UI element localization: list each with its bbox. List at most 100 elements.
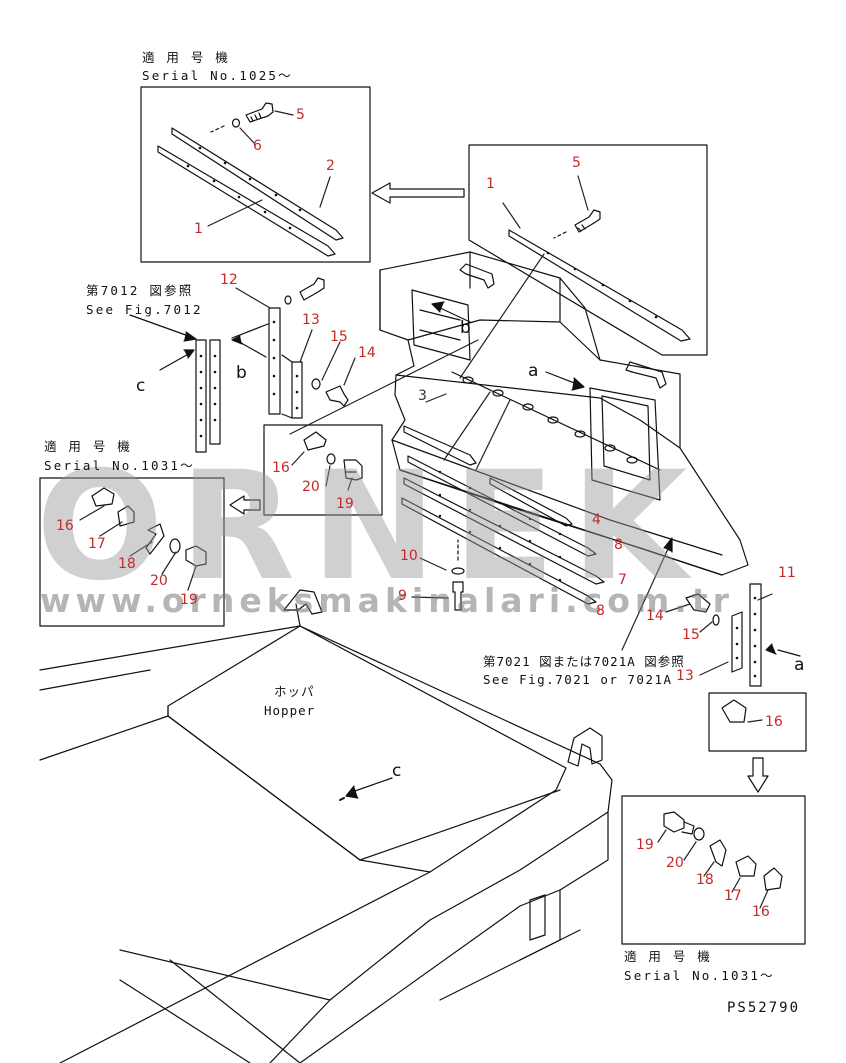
view-label-a-main: a [528,361,539,381]
part-number: 17 [88,536,106,552]
strip-part-7 [403,477,605,585]
note-hopper-en: Hopper [264,703,316,718]
strip-part-8a [407,455,597,557]
part-number: 2 [326,158,335,174]
part-number: 14 [646,608,664,624]
watermark-url: www.orneksmakinalari.com.tr [40,581,734,620]
view-label-b-main: b [460,318,471,338]
inset-box-right [468,144,708,356]
view-label-a-right: a [794,655,805,675]
note-fig7021-jp: 第7021 図または7021A 図参照 [483,654,685,669]
washer-part-10 [451,567,465,575]
washer-part-15 [311,378,321,390]
bolt-part-14 [325,385,349,407]
handle-right [625,361,667,389]
clip-part-16-mid [303,431,327,451]
strip-part-1 [157,145,336,257]
bracket-part-12 [268,307,281,415]
arrow-b-main [435,305,471,323]
part-number: 16 [752,904,770,920]
view-label-c-left: c [136,376,146,396]
part-number: 15 [330,329,348,345]
note-fig7012-jp: 第7012 図参照 [86,283,194,298]
part-number: 20 [666,855,684,871]
note-serial-1025: Serial No.1025～ [142,68,293,83]
note-fig7012-en: See Fig.7012 [86,302,203,317]
part-number: 19 [636,837,654,853]
clip-part-17-right [735,855,757,877]
part-number: 6 [253,138,262,154]
strip-part-3 [403,425,477,466]
view-label-b-left: b [236,363,247,383]
bracket-part-13-right [731,611,743,673]
inset-box-mid [263,424,383,516]
part-number: 1 [486,176,495,192]
clip-part-16 [91,487,115,507]
part-number: 14 [358,345,376,361]
part-number: 7 [618,572,627,588]
bolt-part-5 [245,102,274,123]
part-number: 4 [592,512,601,528]
view-label-c-hopper: c [392,761,402,781]
washer-part-15-right [712,614,720,626]
bolt-part-19-mid [343,459,363,481]
part-number: 18 [118,556,136,572]
washer-part-20-right [693,827,705,841]
part-number: 13 [676,668,694,684]
clip-part-18 [145,523,165,555]
part-number: 16 [56,518,74,534]
hopper-hook-right [567,727,603,767]
part-number: 16 [765,714,783,730]
strip-part-2 [171,127,344,241]
bolt-upper [299,277,325,301]
watermark-brand: ORNEK [36,440,704,614]
part-number: 9 [398,588,407,604]
note-applicable-3: 適 用 号 機 [624,949,712,964]
note-serial-1031-b: Serial No.1031～ [624,968,775,983]
hopper-hook-left [283,589,323,615]
part-number: 13 [302,312,320,328]
strip-part-4 [489,477,573,527]
bump-row [462,376,638,464]
bolt-part-19 [185,545,207,567]
arrow-down [747,757,769,793]
note-applicable-1: 適 用 号 機 [142,50,230,65]
inset-box-serial-1031-right [621,795,806,945]
inset-box-serial-1031-left [39,477,225,627]
part-number: 3 [418,388,427,404]
bolt-part-5-right [574,209,601,233]
part-number: 17 [724,888,742,904]
part-number: 10 [400,548,418,564]
inset-box-serial-1025 [140,86,371,263]
arrow-to-inset-left [229,495,261,515]
part-number: 18 [696,872,714,888]
part-number: 20 [150,573,168,589]
part-number: 15 [682,627,700,643]
part-number: 5 [296,107,305,123]
part-number: 20 [302,479,320,495]
clip-part-16-right [763,867,783,891]
washer-part-6 [231,118,241,128]
part-number: 8 [596,603,605,619]
part-number: 5 [572,155,581,171]
bolt-part-14-right [685,593,711,613]
part-number: 1 [194,221,203,237]
strip-holes [186,146,302,230]
part-number: 8 [614,537,623,553]
inset-box-part-16-right [708,692,807,752]
bolt-part-9 [452,581,464,611]
note-serial-1031-a: Serial No.1031～ [44,458,195,473]
strip-part-1-right [508,229,691,342]
bracket-c2 [209,339,221,445]
part-number: 19 [336,496,354,512]
arrow-to-inset [371,182,465,204]
bolt-part-19-right [663,811,685,833]
note-hopper-jp: ホッパ [274,684,315,699]
bracket-part-13 [291,361,303,419]
handle-left [459,263,495,289]
strip-part-8b [401,497,597,605]
clip-part-18-right [709,839,727,867]
drawing-code: PS52790 [727,1000,801,1016]
